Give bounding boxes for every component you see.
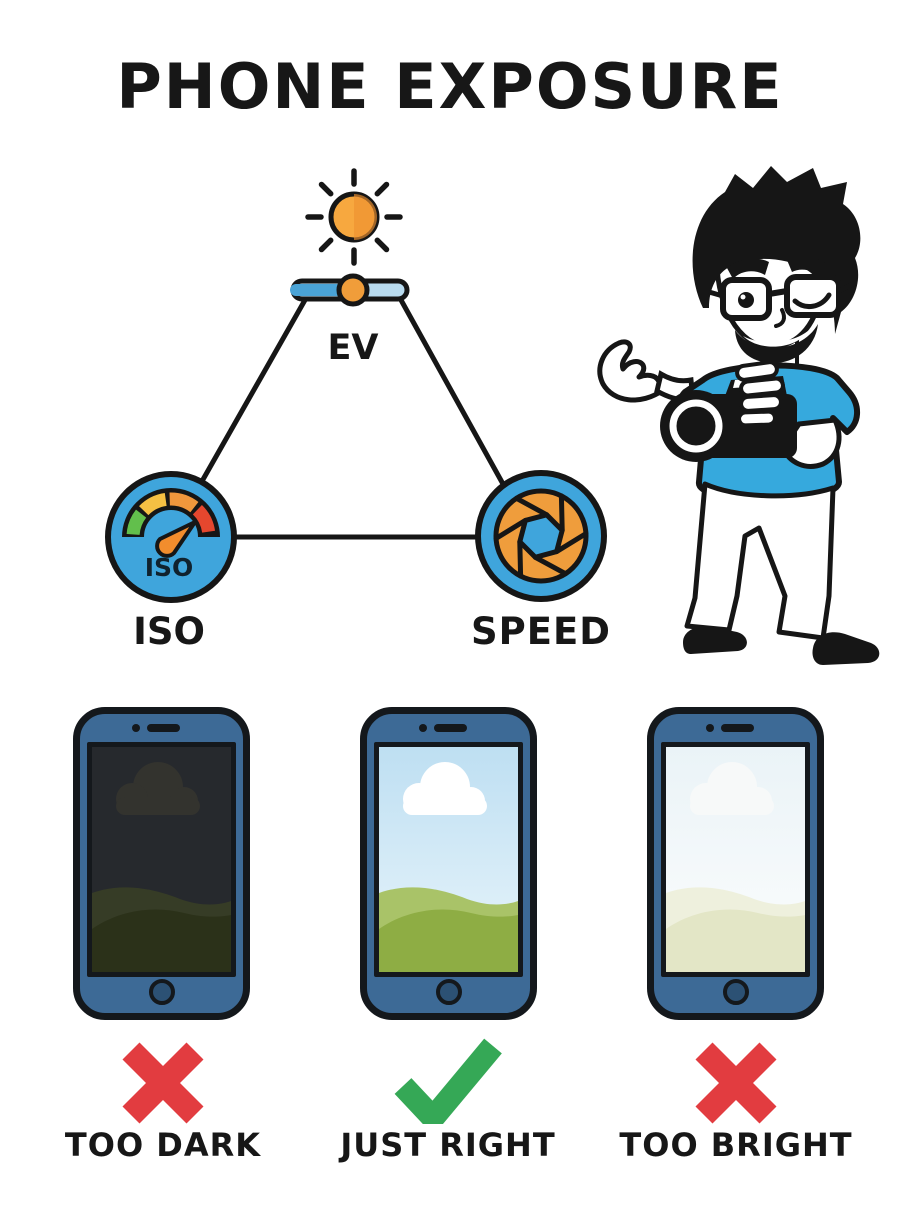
gauge-inner-label: ISO — [144, 553, 194, 582]
verdict-just-right: JUST RIGHT — [340, 1126, 556, 1164]
triangle-lines — [198, 297, 506, 540]
gauge-needle — [155, 520, 197, 558]
camera-hand — [735, 360, 785, 428]
triangle-line-right — [398, 297, 506, 487]
cloud-shape — [690, 762, 774, 815]
check-icon — [394, 1038, 502, 1124]
phone-too-dark — [73, 707, 250, 1020]
phone-screen-normal — [374, 742, 523, 977]
front-camera-dot — [419, 724, 427, 732]
front-camera-dot — [706, 724, 714, 732]
ev-node-label: EV — [327, 328, 379, 368]
phone-screen-dark — [87, 742, 236, 977]
iso-node-label: ISO — [133, 610, 205, 653]
front-camera-dot — [132, 724, 140, 732]
raised-hand — [597, 339, 666, 403]
iso-gauge-icon — [105, 471, 237, 603]
aperture-icon — [475, 470, 607, 602]
shoe-right — [812, 632, 880, 665]
cross-icon — [695, 1042, 777, 1124]
shoe-left — [683, 626, 747, 654]
verdict-too-dark: TOO DARK — [64, 1126, 262, 1164]
phone-screen-bright — [661, 742, 810, 977]
phone-just-right — [360, 707, 537, 1020]
wink-eye — [792, 292, 832, 309]
pants — [684, 481, 836, 641]
home-button — [148, 979, 175, 1005]
phone-too-bright — [647, 707, 824, 1020]
sun-icon — [305, 168, 403, 266]
verdict-too-bright: TOO BRIGHT — [619, 1126, 853, 1164]
hair — [692, 166, 861, 334]
speaker-slot — [721, 724, 754, 732]
cloud-shape — [116, 762, 200, 815]
page-title: PHONE EXPOSURE — [116, 50, 784, 123]
cloud-shape — [403, 762, 487, 815]
cross-icon — [122, 1042, 204, 1124]
home-button — [722, 979, 749, 1005]
triangle-line-left — [198, 297, 308, 486]
speaker-slot — [434, 724, 467, 732]
photographer-illustration — [597, 166, 880, 665]
speaker-slot — [147, 724, 180, 732]
exposure-triangle-diagram — [105, 168, 607, 603]
speed-node-label: SPEED — [470, 610, 612, 653]
ev-slider — [290, 273, 410, 307]
ev-slider-knob — [336, 273, 370, 307]
home-button — [435, 979, 462, 1005]
